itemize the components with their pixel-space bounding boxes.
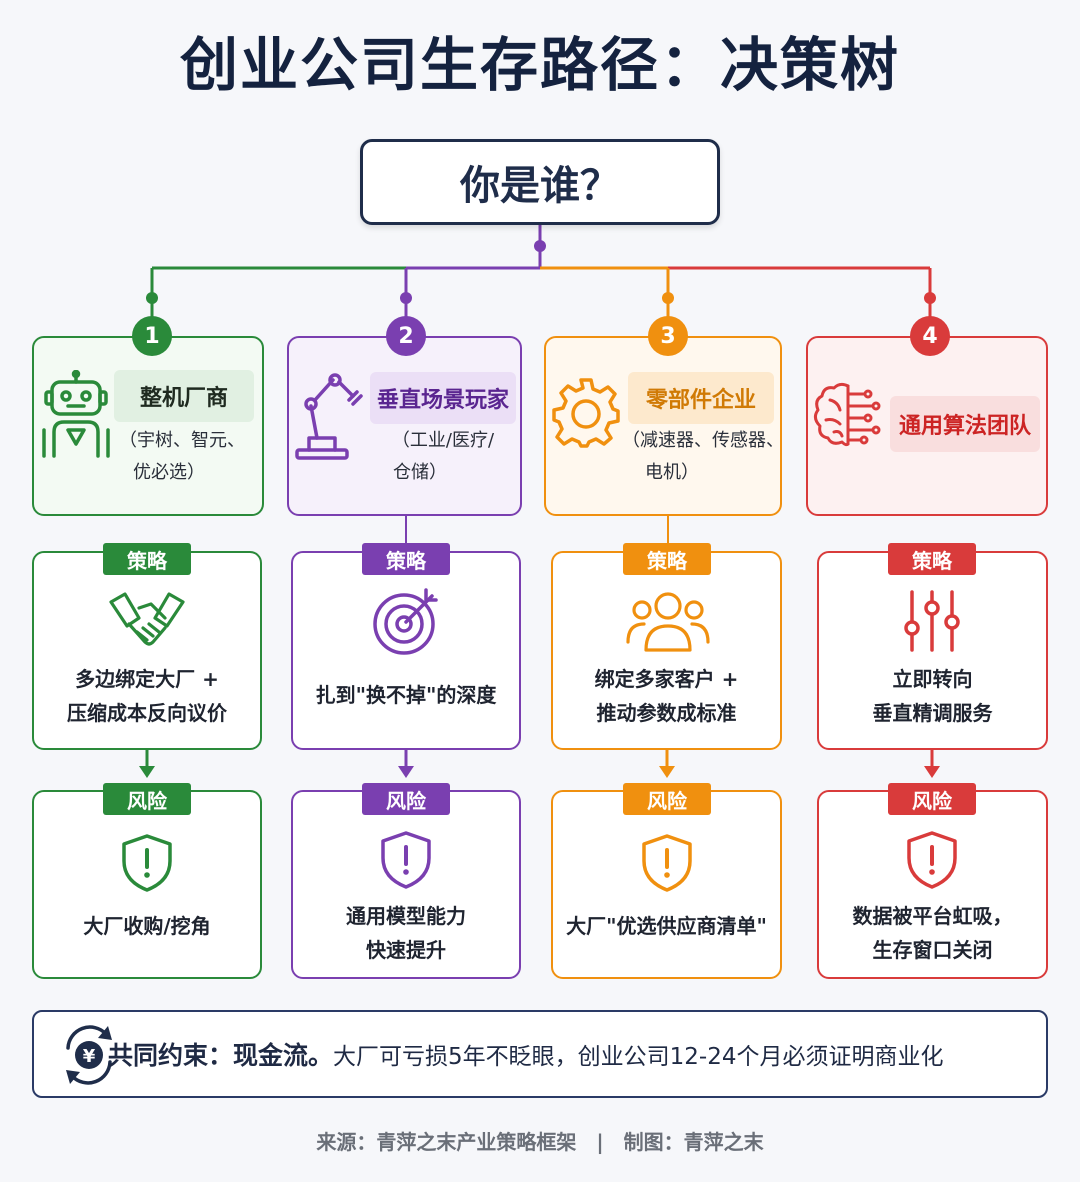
people-icon xyxy=(626,592,710,652)
role-name-3: 零部件企业 xyxy=(628,372,774,424)
role-name-4: 通用算法团队 xyxy=(890,396,1040,452)
role-name-2: 垂直场景玩家 xyxy=(370,372,516,424)
yen-cycle-icon: ¥ xyxy=(66,1025,112,1085)
risk-box-1 xyxy=(32,790,262,979)
target-icon xyxy=(373,588,438,655)
risk-text-2-line2: 快速提升 xyxy=(366,938,446,962)
risk-text-3-line1: 大厂"优选供应商清单" xyxy=(566,914,767,938)
branch-number-3: 3 xyxy=(648,316,688,356)
role-sub-1-line1: （宇树、智元、 xyxy=(119,430,245,451)
constraint-detail: 大厂可亏损5年不眨眼，创业公司12-24个月必须证明商业化 xyxy=(333,1044,944,1070)
role-sub-3-line2: 电机） xyxy=(645,462,699,483)
branch-number-2: 2 xyxy=(386,316,426,356)
handshake-icon xyxy=(109,592,185,646)
svg-text:¥: ¥ xyxy=(83,1046,96,1067)
constraint-bar xyxy=(32,1010,1048,1098)
role-name-1: 整机厂商 xyxy=(114,370,254,422)
risk-badge-3: 风险 xyxy=(623,783,711,815)
risk-badge-1: 风险 xyxy=(103,783,191,815)
strategy-text-4-line2: 垂直精调服务 xyxy=(872,701,993,725)
strategy-text-4-line1: 立即转向 xyxy=(892,667,973,691)
risk-box-4 xyxy=(817,790,1048,979)
branch-number-4: 4 xyxy=(910,316,950,356)
branch-number-1: 1 xyxy=(132,316,172,356)
risk-badge-2: 风险 xyxy=(362,783,450,815)
role-card-2 xyxy=(287,336,522,516)
robot-icon xyxy=(42,370,110,458)
strategy-box-1 xyxy=(32,551,262,750)
warning-shield-icon xyxy=(381,831,431,889)
risk-box-3 xyxy=(551,790,782,979)
root-question: 你是谁？ xyxy=(360,139,720,225)
robot-arm-icon xyxy=(295,373,363,460)
role-sub-2-line1: （工业/医疗/ xyxy=(391,430,495,451)
strategy-badge-2: 策略 xyxy=(362,543,450,575)
constraint-bold: 共同约束：现金流。 xyxy=(108,1041,334,1070)
warning-shield-icon xyxy=(642,834,692,892)
strategy-text-3-line1: 绑定多家客户 + xyxy=(594,667,739,691)
risk-text-4-line1: 数据被平台虹吸， xyxy=(852,904,1013,928)
warning-shield-icon xyxy=(907,831,957,889)
strategy-badge-1: 策略 xyxy=(103,543,191,575)
risk-badge-4: 风险 xyxy=(888,783,976,815)
role-sub-3-line1: （减速器、传感器、 xyxy=(622,430,784,451)
risk-text-2-line1: 通用模型能力 xyxy=(346,904,466,928)
brain-circuit-icon xyxy=(813,382,881,447)
constraint-text: 共同约束：现金流。 大厂可亏损5年不眨眼，创业公司12-24个月必须证明商业化 xyxy=(108,1010,943,1098)
role-sub-1-line2: 优必选） xyxy=(133,462,205,483)
page-title: 创业公司生存路径：决策树 xyxy=(179,31,900,99)
source-footer: 来源：青萍之末产业策略框架 | 制图：青萍之末 xyxy=(316,1130,764,1154)
risk-box-2 xyxy=(291,790,521,979)
strategy-box-2 xyxy=(291,551,521,750)
risk-text-1-line1: 大厂收购/挖角 xyxy=(83,914,211,938)
warning-shield-icon xyxy=(122,834,172,892)
strategy-badge-3: 策略 xyxy=(623,543,711,575)
strategy-text-1-line1: 多边绑定大厂 + xyxy=(75,667,219,691)
risk-text-4-line2: 生存窗口关闭 xyxy=(872,938,993,962)
strategy-badge-4: 策略 xyxy=(888,543,976,575)
strategy-text-1-line2: 压缩成本反向议价 xyxy=(67,701,227,725)
role-sub-2-line2: 仓储） xyxy=(393,462,447,483)
strategy-text-2-line1: 扎到"换不掉"的深度 xyxy=(315,683,497,707)
sliders-icon xyxy=(904,590,960,652)
strategy-text-3-line2: 推动参数成标准 xyxy=(596,701,737,725)
gear-icon xyxy=(552,378,620,448)
